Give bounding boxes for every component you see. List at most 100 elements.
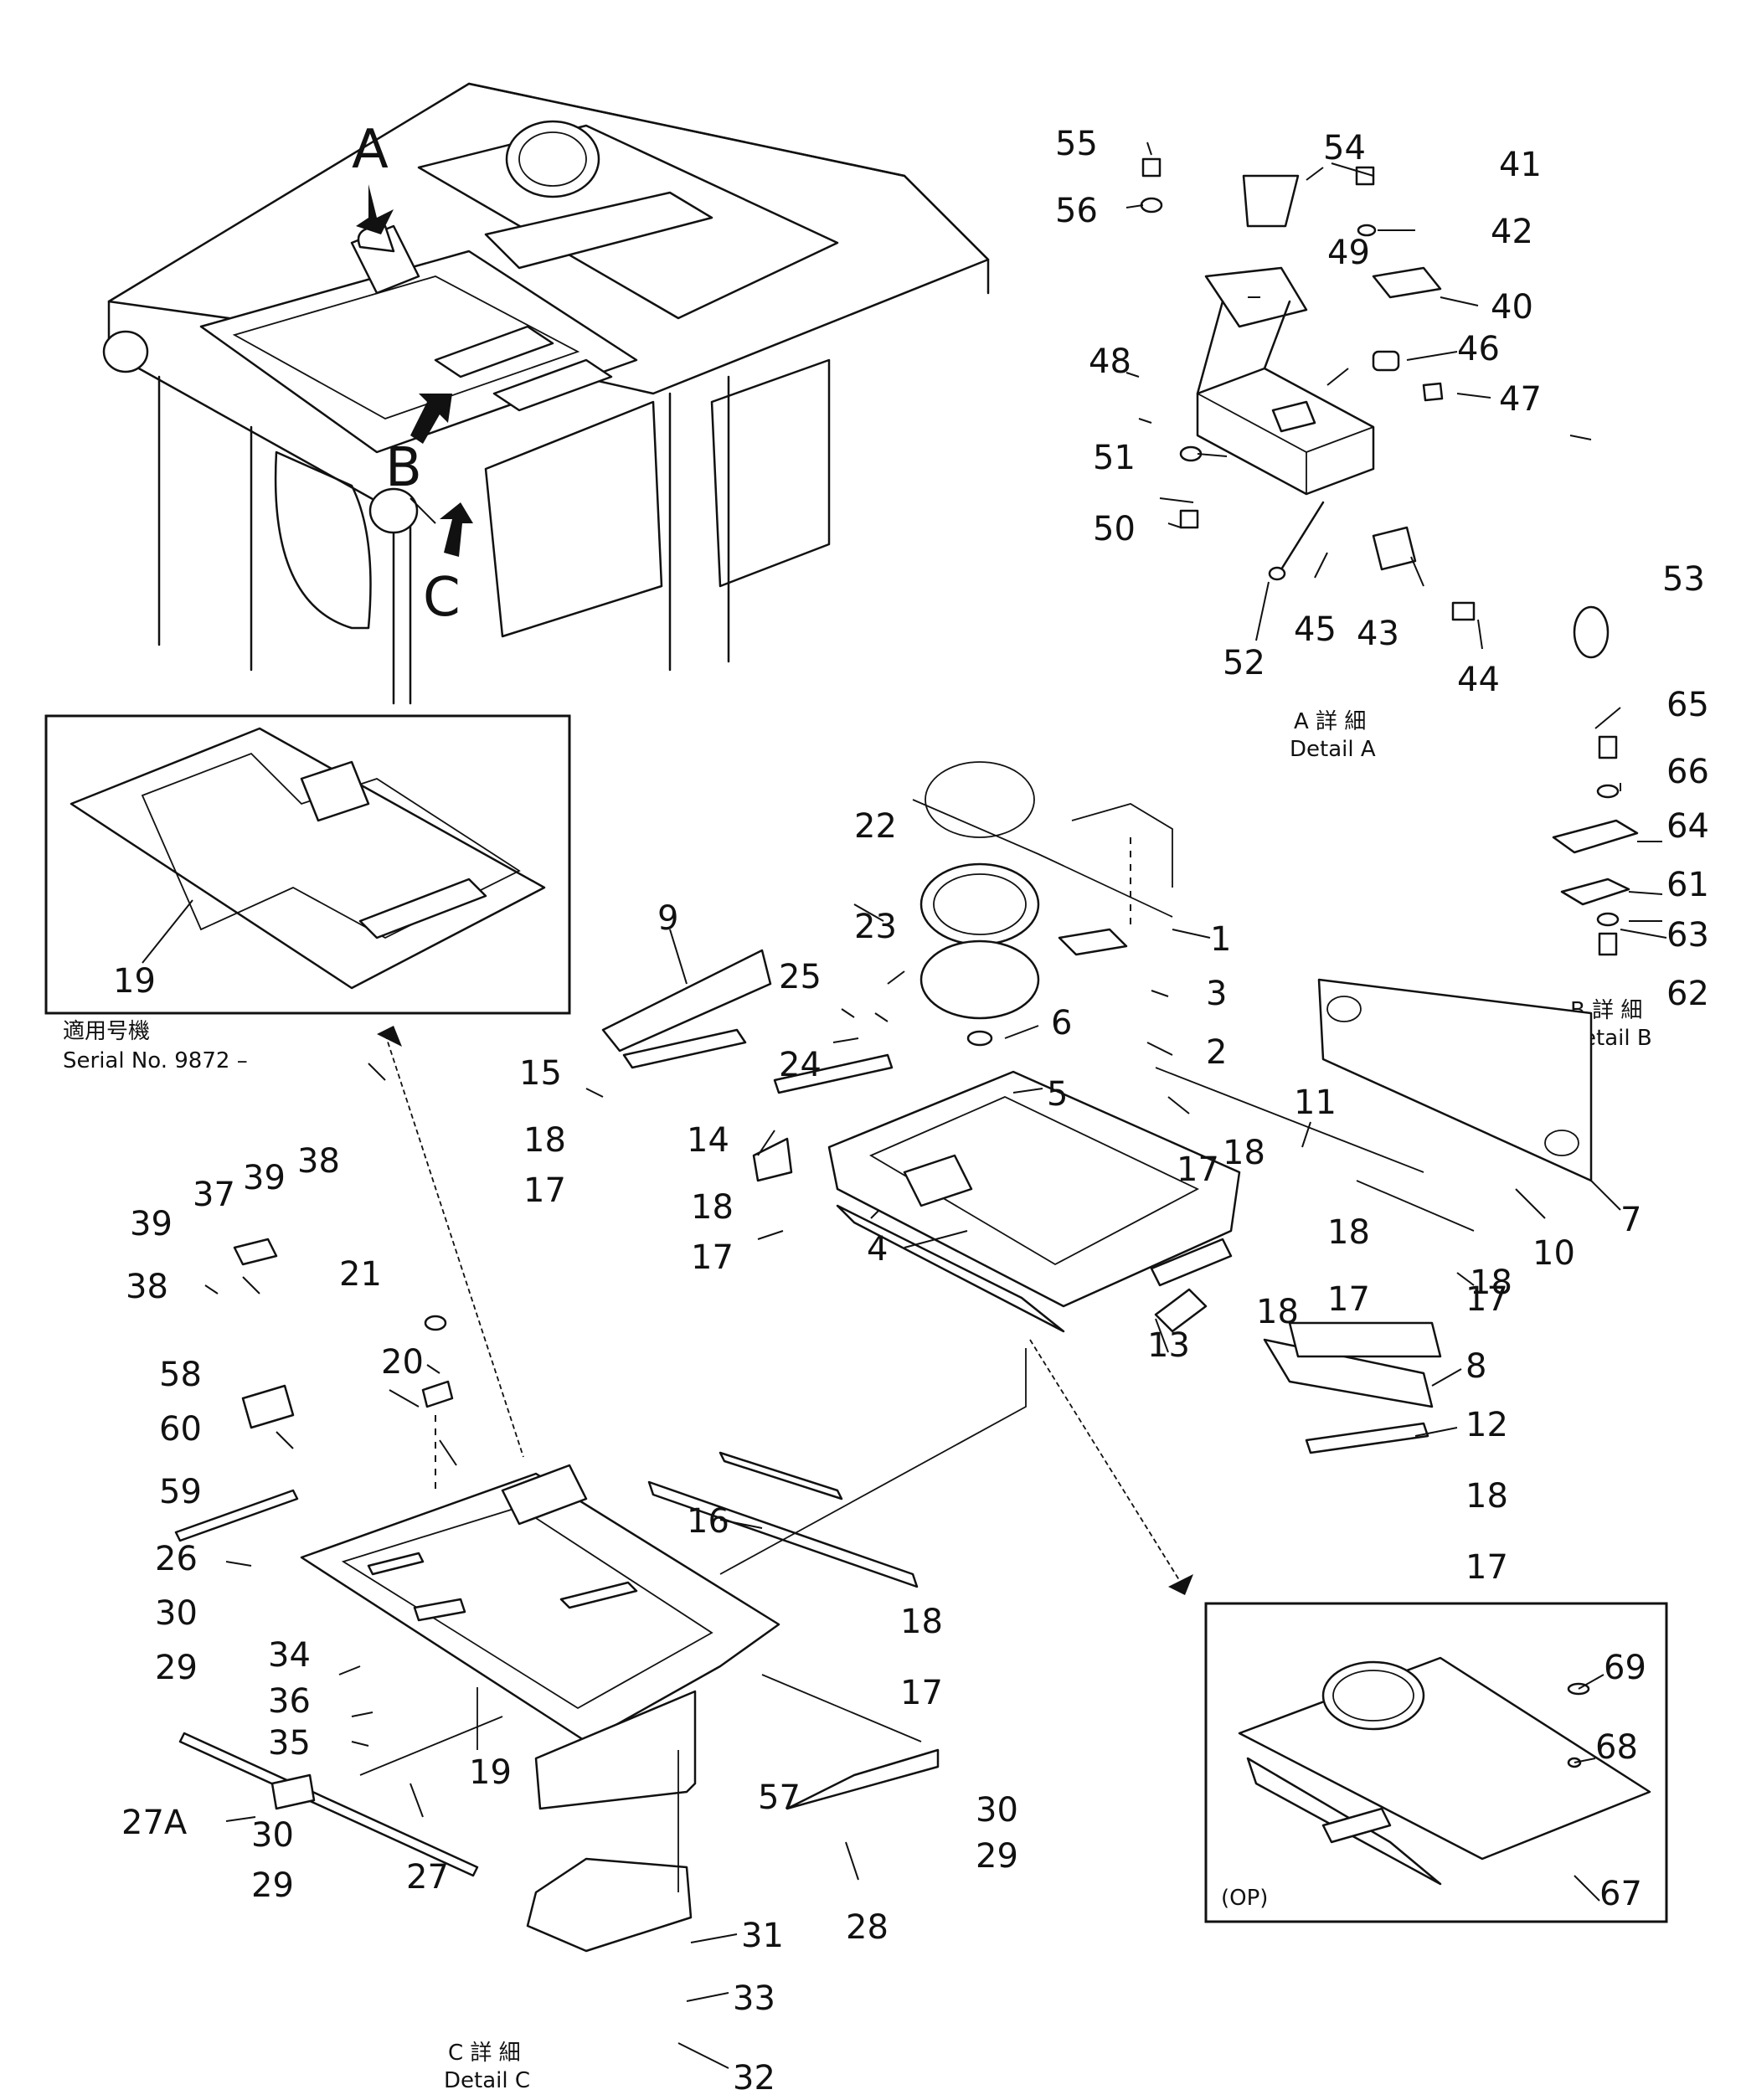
callout-41: 41 [1499, 146, 1542, 184]
view-arrow-a: A [352, 119, 394, 234]
callout-65: 65 [1666, 686, 1709, 724]
callout-18c: 18 [1327, 1213, 1370, 1252]
detail-c-caption-en: Detail C [444, 2068, 530, 2093]
lower-assembly [174, 1238, 1027, 1953]
callout-58: 58 [159, 1356, 202, 1394]
callout-51: 51 [1093, 439, 1136, 477]
op-caption: (OP) [1221, 1886, 1268, 1911]
callout-17d: 17 [1327, 1280, 1370, 1319]
callout-27: 27 [406, 1858, 449, 1897]
callout-60: 60 [159, 1410, 202, 1449]
callout-17e: 17 [1465, 1280, 1508, 1319]
callout-10: 10 [1532, 1234, 1575, 1273]
callout-5: 5 [1047, 1075, 1068, 1114]
callout-49: 49 [1327, 234, 1370, 272]
callout-48: 48 [1089, 342, 1131, 381]
callout-25: 25 [779, 958, 822, 996]
callout-27a: 27A [121, 1804, 188, 1842]
callout-30a: 30 [155, 1594, 198, 1633]
callout-36: 36 [268, 1682, 311, 1721]
callout-54: 54 [1323, 129, 1366, 167]
callout-55: 55 [1055, 125, 1098, 163]
callout-18a: 18 [523, 1121, 566, 1160]
callout-67: 67 [1599, 1875, 1642, 1913]
callout-7: 7 [1620, 1201, 1641, 1239]
callout-33: 33 [733, 1979, 775, 2018]
callout-17f: 17 [1465, 1548, 1508, 1587]
callout-63: 63 [1666, 916, 1709, 955]
callout-17g: 17 [900, 1674, 943, 1712]
center-assembly [601, 761, 1593, 1454]
callout-53: 53 [1662, 560, 1705, 599]
callout-46: 46 [1457, 330, 1500, 368]
callout-29a: 29 [155, 1649, 198, 1687]
callout-20: 20 [381, 1343, 424, 1382]
callout-57: 57 [758, 1778, 801, 1817]
callout-44: 44 [1457, 661, 1500, 699]
callout-13: 13 [1147, 1326, 1190, 1365]
callout-15: 15 [519, 1054, 562, 1093]
callout-50: 50 [1093, 510, 1136, 548]
callout-38b: 38 [126, 1268, 168, 1306]
callout-31: 31 [741, 1917, 784, 1955]
callout-23: 23 [854, 908, 897, 946]
callout-56: 56 [1055, 192, 1098, 230]
serial-inset: 19 [44, 714, 571, 1015]
callout-12: 12 [1465, 1406, 1508, 1444]
callout-62: 62 [1666, 975, 1709, 1013]
callout-18b: 18 [1223, 1134, 1265, 1172]
view-label-a: A [352, 119, 389, 181]
view-label-c: C [423, 567, 461, 629]
callout-42: 42 [1491, 213, 1533, 251]
callout-18f: 18 [1256, 1293, 1299, 1331]
view-arrow-c: C [423, 502, 473, 629]
callout-16: 16 [687, 1502, 729, 1541]
callout-28: 28 [846, 1908, 889, 1947]
callout-26: 26 [155, 1540, 198, 1578]
callout-39b: 39 [130, 1205, 173, 1243]
callout-3: 3 [1206, 975, 1227, 1013]
view-label-b: B [385, 437, 422, 499]
svg-text:19: 19 [113, 962, 156, 1001]
callout-37: 37 [193, 1176, 235, 1214]
callout-1: 1 [1210, 920, 1231, 959]
callout-19: 19 [469, 1753, 512, 1792]
callout-47: 47 [1499, 380, 1542, 419]
callout-30c: 30 [976, 1791, 1018, 1830]
callout-21: 21 [339, 1255, 382, 1294]
callout-17c: 17 [691, 1238, 734, 1277]
detail-a-caption-en: Detail A [1290, 737, 1376, 762]
cab-overview [102, 82, 990, 705]
callout-59: 59 [159, 1473, 202, 1511]
callout-14: 14 [687, 1121, 729, 1160]
leaders [204, 142, 1667, 2069]
serial-caption-en: Serial No. 9872 – [63, 1048, 248, 1073]
callout-17b: 17 [523, 1171, 566, 1210]
callout-9: 9 [657, 899, 678, 938]
callout-52: 52 [1223, 644, 1265, 682]
detail-a [1140, 157, 1610, 659]
callout-38a: 38 [297, 1142, 340, 1181]
callout-6: 6 [1051, 1004, 1072, 1042]
callout-32: 32 [733, 2059, 775, 2097]
callout-18e: 18 [1470, 1264, 1512, 1302]
callout-40: 40 [1491, 288, 1533, 327]
callout-66: 66 [1666, 753, 1709, 791]
callout-39a: 39 [243, 1159, 286, 1197]
callout-17a: 17 [1177, 1150, 1219, 1189]
callouts: 1 2 3 4 5 6 7 8 9 10 11 12 13 14 15 16 1… [121, 125, 1709, 2097]
callout-45: 45 [1294, 610, 1337, 649]
detail-c-caption-jp: C 詳 細 [448, 2041, 521, 2066]
callout-2: 2 [1206, 1033, 1227, 1072]
callout-18g: 18 [1465, 1477, 1508, 1516]
callout-18h: 18 [900, 1603, 943, 1641]
callout-18d: 18 [691, 1188, 734, 1227]
callout-24: 24 [779, 1046, 822, 1084]
callout-30b: 30 [251, 1816, 294, 1855]
callout-34: 34 [268, 1636, 311, 1675]
callout-43: 43 [1357, 615, 1399, 653]
callout-4: 4 [867, 1230, 888, 1269]
callout-64: 64 [1666, 807, 1709, 846]
detail-b [1552, 735, 1639, 956]
detail-a-caption-jp: A 詳 細 [1294, 709, 1366, 734]
